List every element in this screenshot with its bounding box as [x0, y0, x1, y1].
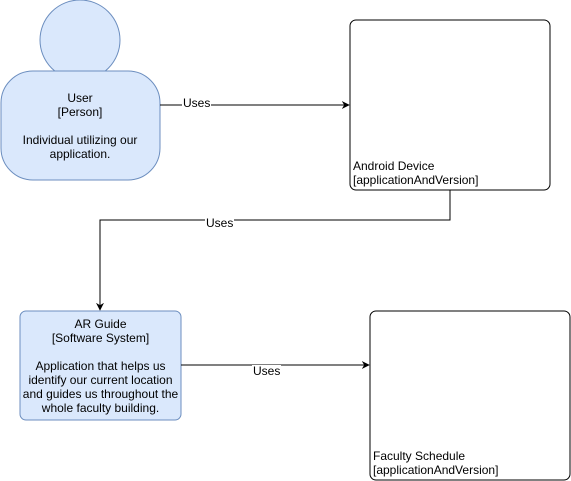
- user-name: User: [67, 91, 93, 105]
- faculty-schedule-version: [applicationAndVersion]: [373, 463, 499, 477]
- faculty-schedule-label-block: Faculty Schedule [applicationAndVersion]: [373, 449, 498, 477]
- android-device-version: [applicationAndVersion]: [353, 173, 479, 187]
- ar-guide-description-line-2: identify our current location: [28, 372, 173, 387]
- faculty-schedule-box[interactable]: [369, 310, 571, 481]
- edge-label-arguide-schedule: Uses: [252, 364, 282, 378]
- edge-android-to-arguide[interactable]: [96, 190, 451, 311]
- user-description-line-1: Individual utilizing our: [22, 133, 138, 147]
- ar-guide-label-block: AR Guide [Software System] Application t…: [20, 311, 181, 420]
- user-body: [0, 70, 161, 181]
- ar-guide-description-line-1: Application that helps us: [35, 358, 166, 373]
- ar-guide-description-line-4: whole faculty building.: [41, 400, 160, 415]
- android-device-name: Android Device: [353, 159, 435, 173]
- ar-guide-name: AR Guide: [74, 316, 127, 331]
- user-head-icon: [39, 0, 121, 81]
- user-label-block: User [Person] Individual utilizing our a…: [1, 72, 159, 180]
- edge-label-user-android: Uses: [182, 96, 212, 110]
- edge-label-android-arguide: Uses: [205, 216, 235, 230]
- user-type: [Person]: [57, 105, 103, 119]
- ar-guide-type: [Software System]: [51, 330, 150, 345]
- android-device-label-block: Android Device [applicationAndVersion]: [353, 159, 478, 187]
- user-person-shape[interactable]: [0, 0, 161, 181]
- ar-guide-description-line-3: and guides us throughout the: [22, 386, 179, 401]
- faculty-schedule-name: Faculty Schedule: [373, 449, 466, 463]
- user-description-line-2: application.: [49, 147, 111, 161]
